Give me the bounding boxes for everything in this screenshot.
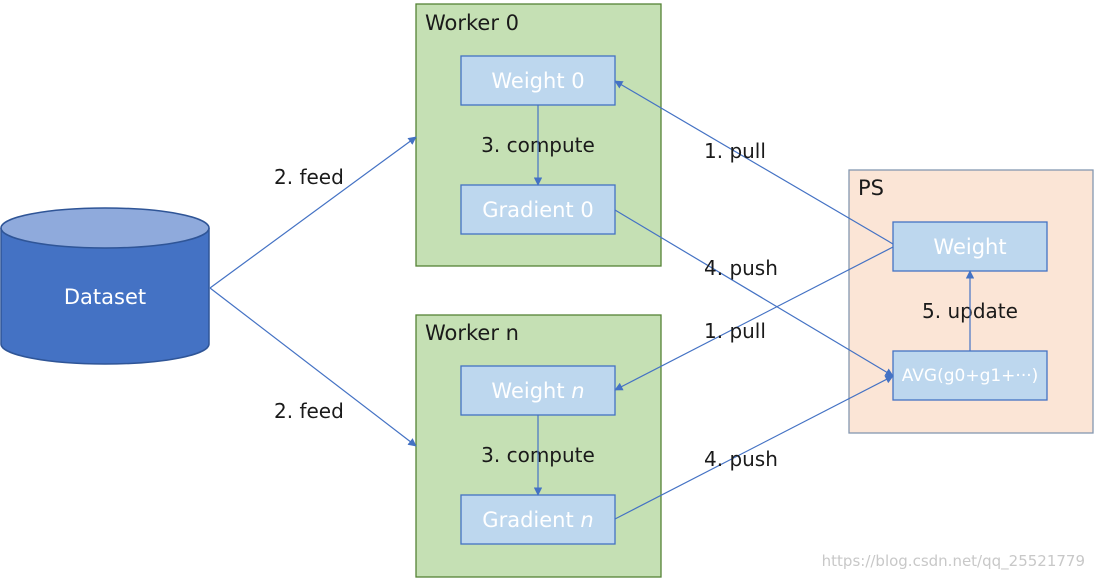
pull-top-arrow <box>614 80 894 245</box>
worker-0-gradient-box <box>460 184 616 235</box>
feed-top-label: 2. feed <box>274 165 344 189</box>
push-top-label: 4. push <box>704 256 778 280</box>
pull-top-label: 1. pull <box>704 139 766 163</box>
ps-avg-label: AVG(g0+g1+···) <box>902 366 1039 386</box>
pull-bottom-label: 1. pull <box>704 319 766 343</box>
worker-n-weight-box <box>460 365 616 416</box>
worker-n-weight-label: Weight n <box>491 379 584 403</box>
worker-n-gradient-box <box>460 494 616 545</box>
feed-top-arrow <box>209 136 417 289</box>
feed-bottom-arrow <box>209 287 417 447</box>
ps-container: PS Weight 5. update AVG(g0+g1+···) <box>848 169 1094 434</box>
pull-bottom-arrow <box>614 246 894 391</box>
dataset-cylinder: Dataset <box>0 207 210 365</box>
ps-weight-label: Weight <box>933 235 1006 259</box>
worker-0-weight-box <box>460 55 616 106</box>
arrows <box>209 80 975 520</box>
dataset-label: Dataset <box>64 285 146 309</box>
push-top-arrow <box>614 209 894 377</box>
push-bottom-label: 4. push <box>704 447 778 471</box>
worker-0-title: Worker 0 <box>425 11 519 35</box>
worker-0-weight-label: Weight 0 <box>491 69 584 93</box>
feed-bottom-label: 2. feed <box>274 399 344 423</box>
worker-n-gradient-label: Gradient n <box>482 508 593 532</box>
watermark-text: https://blog.csdn.net/qq_25521779 <box>822 552 1085 571</box>
worker-n-title: Worker n <box>425 321 519 345</box>
worker-0-container: Worker 0 Weight 0 3. compute Gradient 0 <box>415 3 662 267</box>
push-bottom-arrow <box>614 375 894 520</box>
ps-weight-box <box>892 221 1048 272</box>
ps-title: PS <box>858 176 884 200</box>
worker-n-container: Worker n Weight n 3. compute Gradient n <box>415 314 662 578</box>
worker-0-gradient-label: Gradient 0 <box>482 198 593 222</box>
ps-avg-box <box>892 350 1048 401</box>
